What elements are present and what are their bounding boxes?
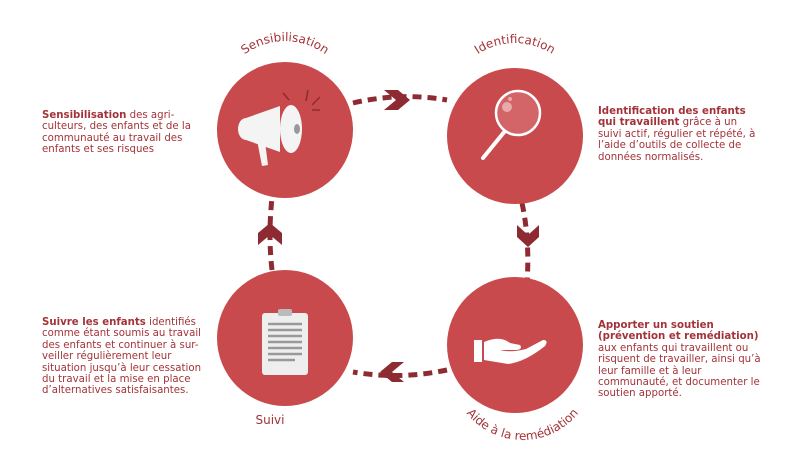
desc-bold: Identification des enfants qui travaille… [598,106,746,129]
arrow-up-icon [258,223,282,245]
magnifier-icon [481,89,542,160]
label-identification: Identification [472,32,558,57]
desc-suivi: Suivre les enfants identifiés comme étan… [42,317,212,397]
label-suivi: Suivi [256,413,285,427]
desc-bold: Sensibilisation [42,110,127,121]
label-sensibilisation: Sensibilisation [238,30,331,57]
desc-text: grâce à un suivi actif, régulier et répé… [598,117,756,163]
desc-text: des agri-culteurs, des enfants et de la … [42,110,191,156]
arrow-left-icon [380,362,404,382]
desc-bold: Suivre les enfants [42,317,146,328]
desc-text: identifiés comme étant soumis au travail… [42,317,202,397]
desc-identification: Identification des enfants qui travaille… [598,106,758,163]
clipboard-icon [262,309,308,375]
desc-text: aux enfants qui travaillent ou risquent … [598,342,761,400]
desc-remediation: Apporter un soutien (prévention et reméd… [598,320,768,400]
desc-sensibilisation: Sensibilisation des agri-culteurs, des e… [42,110,207,156]
arrow-down-icon [517,225,539,247]
helping-hand-icon [474,338,547,364]
arrow-right-icon [384,90,410,110]
megaphone-icon [238,89,321,166]
desc-bold: Apporter un soutien (prévention et reméd… [598,320,759,343]
